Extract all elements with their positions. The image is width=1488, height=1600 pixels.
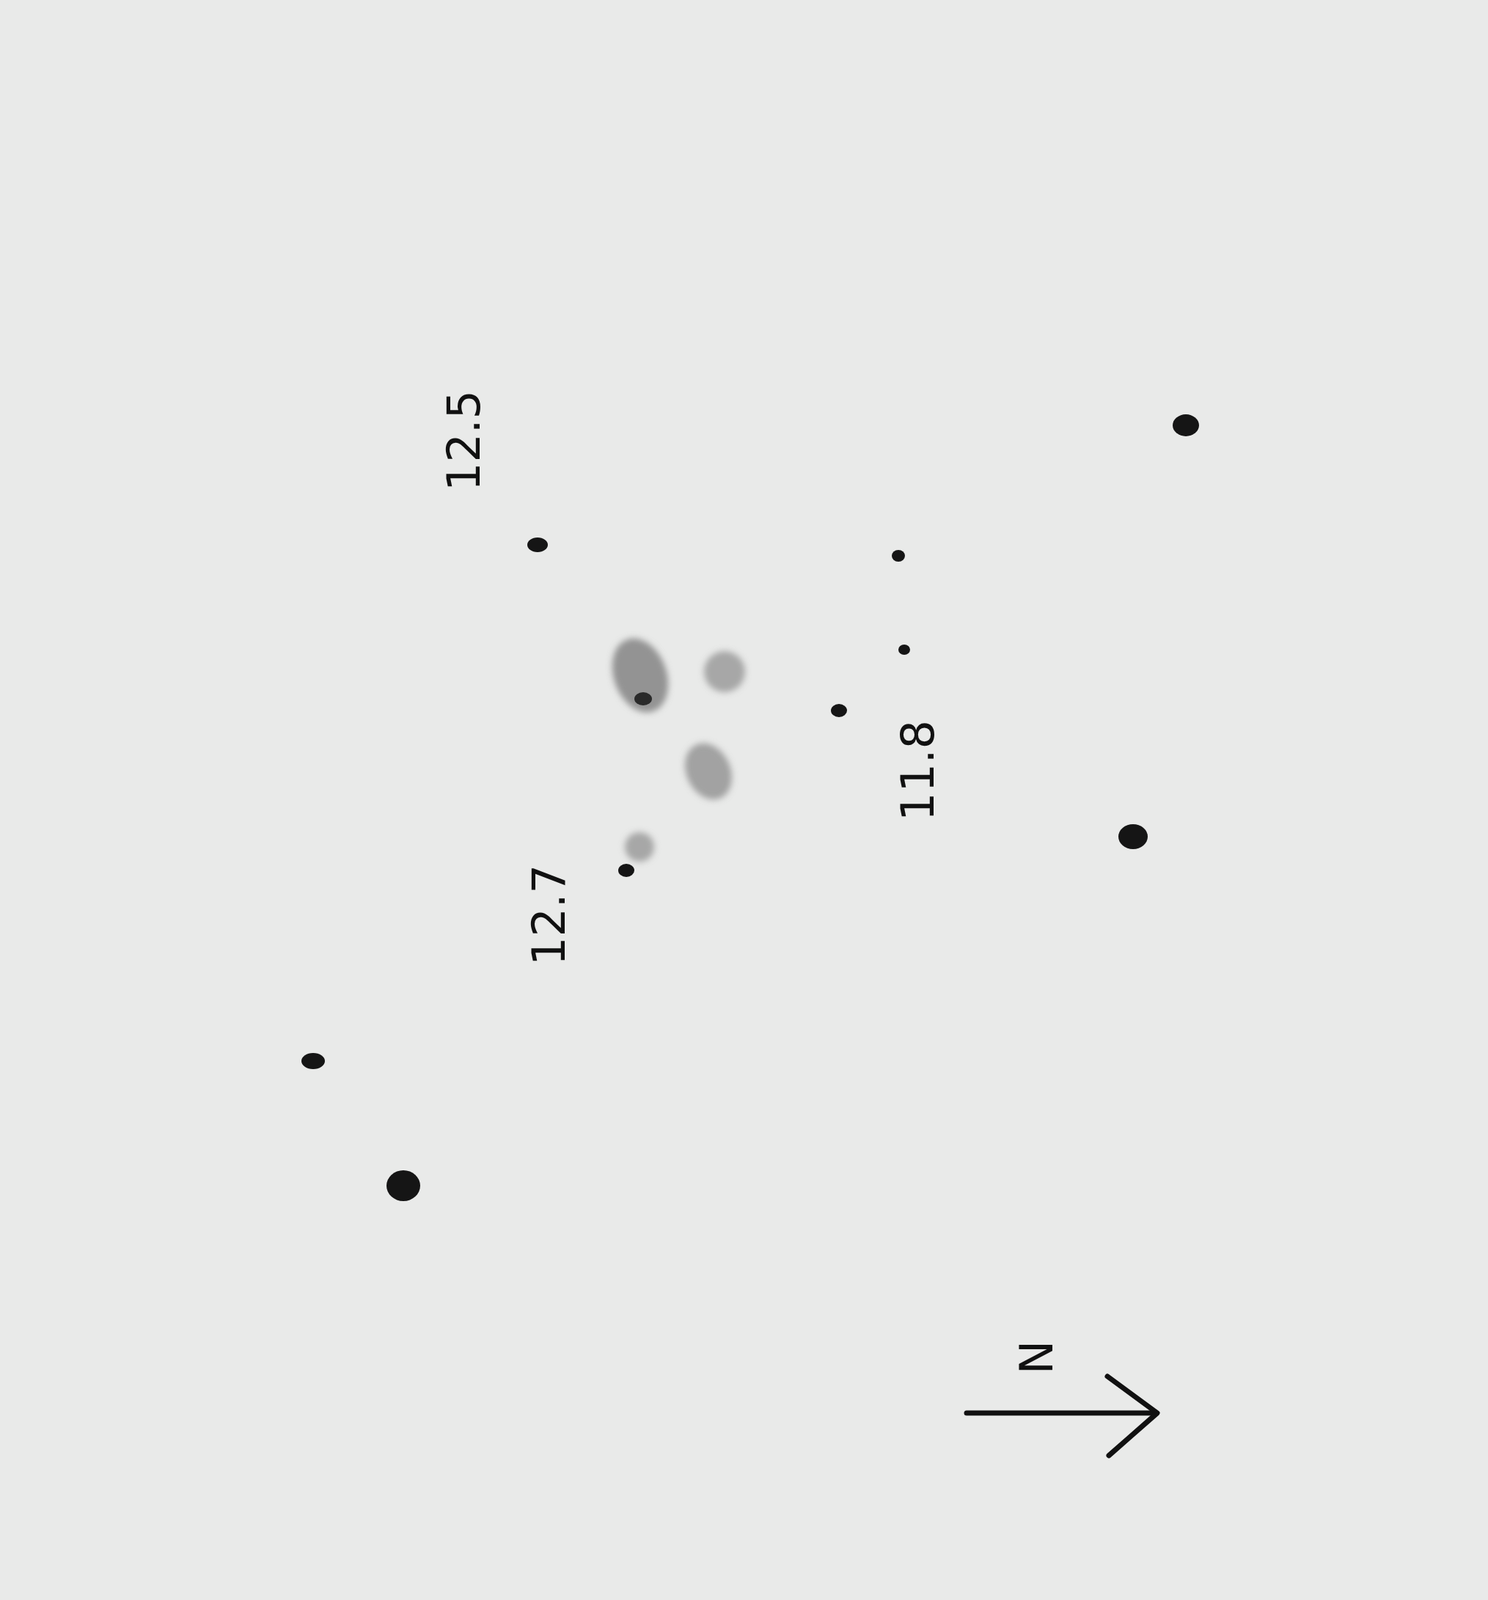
north-arrow <box>966 1376 1158 1456</box>
magnitude-label: N <box>1014 1340 1060 1375</box>
star <box>830 704 848 718</box>
galaxies <box>602 630 746 862</box>
galaxy <box>676 735 741 808</box>
star <box>898 644 911 655</box>
galaxy <box>624 832 655 862</box>
star <box>1118 824 1148 850</box>
galaxy <box>602 630 678 721</box>
magnitude-label: 12.5 <box>441 390 487 492</box>
star <box>891 550 905 562</box>
galaxy <box>704 651 746 693</box>
star <box>527 537 548 553</box>
star <box>301 1053 325 1070</box>
star <box>386 1170 421 1202</box>
stars <box>301 414 1200 1202</box>
star <box>1172 414 1200 437</box>
magnitude-label: 12.7 <box>526 864 573 966</box>
magnitude-label: 11.8 <box>895 720 941 822</box>
star <box>618 863 635 878</box>
galaxy-nucleus <box>634 692 652 706</box>
